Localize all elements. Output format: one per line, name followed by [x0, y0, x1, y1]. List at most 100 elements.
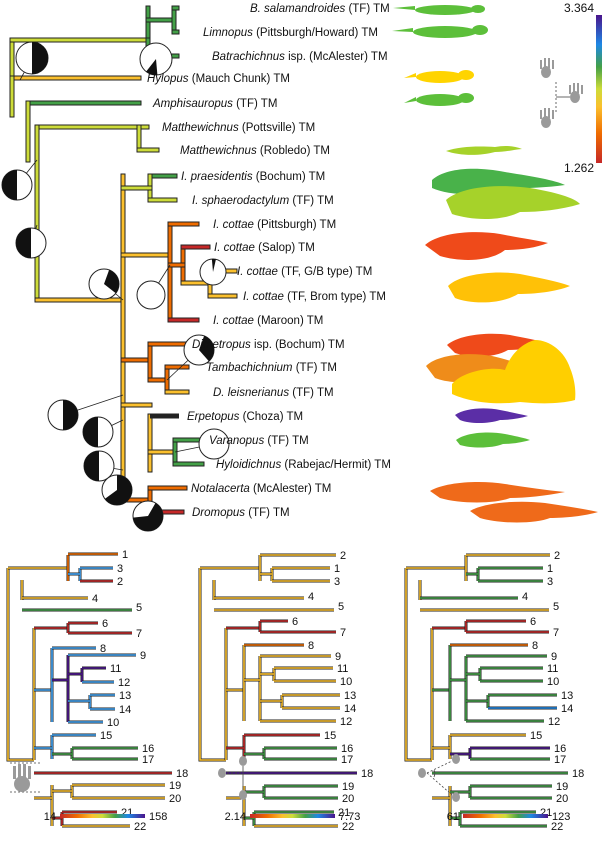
- taxon-genus: Hyloidichnus: [216, 459, 281, 471]
- small-scale-3-min: 61: [447, 811, 459, 823]
- hylopus-silhouette: [404, 70, 474, 83]
- taxon-label: I. sphaerodactylum (TF) TM: [192, 195, 334, 207]
- stem: [405, 568, 432, 761]
- small-tree-label: 19: [342, 781, 354, 793]
- small-tree-label: 17: [341, 754, 353, 766]
- taxon-label: D. leisnerianus (TF) TM: [213, 387, 334, 399]
- small-scale-3-max: 123: [552, 811, 570, 823]
- erpetopus-silhouette: [455, 408, 528, 423]
- pie-node-erp-slice: [83, 417, 98, 447]
- taxon-label: I. cottae (TF, Brom type) TM: [243, 291, 386, 303]
- stem: [7, 568, 34, 761]
- pie-node-dimetro-slice: [199, 335, 214, 362]
- small-tree-label: 17: [554, 754, 566, 766]
- pie-node-noto-slice: [104, 475, 133, 506]
- main-scale-max: 3.364: [564, 1, 594, 15]
- small-tree-label: 16: [142, 743, 154, 755]
- pie-node-salamander-slice: [146, 59, 158, 75]
- taxon-label: B. salamandroides (TF) TM: [250, 3, 390, 15]
- cottae-silhouette-2: [448, 272, 570, 303]
- taxon-genus: I. sphaerodactylum: [192, 195, 290, 207]
- taxon-label: I. cottae (Maroon) TM: [213, 315, 323, 327]
- small-tree-label: 12: [548, 716, 560, 728]
- taxon-genus: Matthewichnus: [162, 122, 239, 134]
- stem: [199, 568, 226, 761]
- main-tree-branches: [9, 5, 238, 515]
- taxon-locality: (Pittsburgh/Howard) TM: [253, 27, 378, 39]
- small-tree-label: 18: [176, 768, 188, 780]
- animal-silhouettes: [392, 5, 598, 523]
- small-tree-label: 4: [522, 591, 528, 603]
- taxon-label: I. cottae (TF, G/B type) TM: [237, 266, 372, 278]
- small-tree-label: 13: [561, 690, 573, 702]
- taxon-label: Erpetopus (Choza) TM: [187, 411, 303, 423]
- small-tree-label: 11: [547, 663, 558, 675]
- taxon-label: I. cottae (Pittsburgh) TM: [213, 219, 336, 231]
- small-tree-label: 20: [169, 793, 181, 805]
- small-scale-1-min: 14: [44, 811, 56, 823]
- small-tree-label: 7: [553, 627, 559, 639]
- taxon-label: Hylopus (Mauch Chunk) TM: [147, 73, 290, 85]
- small-tree-label: 1: [547, 563, 553, 575]
- cottae-silhouette-1: [425, 232, 548, 260]
- taxon-label: Limnopus (Pittsburgh/Howard) TM: [203, 27, 378, 39]
- pie-node-amniote-slice: [2, 170, 17, 200]
- small-tree-label: 4: [308, 591, 314, 603]
- small-tree-label: 22: [342, 821, 354, 833]
- taxon-label: I. praesidentis (Bochum) TM: [181, 171, 325, 183]
- taxon-label: Batrachichnus isp. (McAlester) TM: [212, 51, 388, 63]
- small-tree-label: 15: [324, 730, 336, 742]
- small-scale-1: 14 158: [44, 811, 168, 823]
- taxon-genus: Amphisauropus: [152, 98, 233, 110]
- dromopus-silhouette: [470, 501, 598, 523]
- small-tree-label: 1: [334, 563, 340, 575]
- taxon-locality: isp. (Bochum) TM: [251, 339, 345, 351]
- dimetropus-silhouette: [447, 333, 548, 357]
- small-tree-label: 6: [292, 616, 298, 628]
- taxon-label: Tambachichnium (TF) TM: [206, 362, 337, 374]
- small-scale-2-max: 7.73: [339, 811, 360, 823]
- small-tree-label: 10: [340, 676, 352, 688]
- small-scale-1-max: 158: [149, 811, 167, 823]
- small-tree-label: 6: [102, 618, 108, 630]
- taxon-locality: (Pittsburgh) TM: [254, 219, 336, 231]
- small-tree-label: 10: [107, 717, 119, 729]
- tambachichnium-silhouette: [426, 354, 528, 383]
- small-tree-label: 19: [556, 781, 568, 793]
- amphisauropus-silhouette: [404, 93, 474, 106]
- taxon-locality: (TF) TM: [289, 387, 334, 399]
- pie-node-amniote-2-slice: [16, 228, 31, 258]
- dimetrodon-silhouette: [452, 340, 576, 404]
- taxon-genus: Varanopus: [209, 435, 264, 447]
- taxon-locality: (Rabejac/Hermit) TM: [281, 459, 391, 471]
- taxon-locality: (TF) TM: [264, 435, 309, 447]
- taxon-genus: Hylopus: [147, 73, 189, 85]
- small-tree-label: 9: [551, 651, 557, 663]
- pie-node-ichno-slice: [104, 269, 120, 294]
- main-tree-pie-nodes: [1, 41, 230, 532]
- main-phylogeny-tree: B. salamandroides (TF) TM Limnopus (Pitts…: [1, 3, 391, 532]
- taxon-genus: Dromopus: [192, 507, 245, 519]
- small-tree-label: 17: [142, 754, 154, 766]
- small-tree-label: 11: [110, 663, 121, 675]
- main-color-scale-bar: [596, 15, 602, 163]
- small-tree-label: 15: [530, 730, 542, 742]
- small-tree-label: 21: [338, 807, 350, 819]
- small-tree-label: 7: [136, 628, 142, 640]
- footprint-trackway-icon: [540, 58, 583, 128]
- pie-node-tf-slice: [211, 258, 216, 272]
- taxon-locality: (TF) TM: [345, 3, 390, 15]
- small-tree-label: 3: [117, 563, 123, 575]
- main-scale-min: 1.262: [564, 161, 594, 175]
- small-tree-label: 4: [92, 593, 98, 605]
- small-tree-label: 9: [335, 651, 341, 663]
- taxon-locality: (TF) TM: [245, 507, 290, 519]
- pie-node-root-slice: [32, 42, 48, 74]
- taxon-locality: (TF) TM: [233, 98, 278, 110]
- small-tree-label: 2: [340, 550, 346, 562]
- matthewichnus-silhouette: [446, 145, 522, 155]
- taxon-genus: Matthewichnus: [180, 145, 257, 157]
- taxon-locality: (TF) TM: [293, 362, 338, 374]
- pace-angulation-icon: [418, 754, 460, 802]
